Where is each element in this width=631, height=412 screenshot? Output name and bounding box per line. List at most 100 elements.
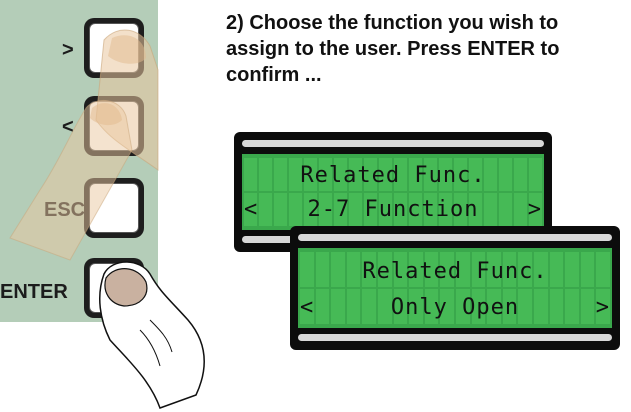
lcd-cell: [596, 289, 610, 324]
lcd-line-2: < Only Open >: [300, 292, 610, 322]
lcd-cell: [244, 193, 257, 226]
lcd-line-1: Related Func.: [244, 160, 542, 190]
lcd-cell: [487, 289, 501, 324]
lcd-value: Only Open: [390, 294, 520, 320]
instruction-text: 2) Choose the function you wish to assig…: [226, 10, 626, 88]
step-description: ) Choose the function you wish to assign…: [226, 12, 560, 86]
lcd-cell: [518, 252, 532, 287]
next-key-button[interactable]: [84, 18, 144, 78]
lcd-cell: [274, 193, 287, 226]
lcd-cell: [349, 193, 362, 226]
lcd-display-front: Related Func. < Only Open >: [290, 226, 620, 350]
prev-key-button[interactable]: [84, 96, 144, 156]
lcd-cell: [394, 158, 407, 191]
lcd-cell: [393, 252, 408, 287]
lcd-cell: [259, 193, 272, 226]
lcd-rail-top: [242, 140, 544, 147]
lcd-cell: [424, 252, 439, 287]
lcd-cell: [440, 289, 454, 324]
lcd-cell: [409, 193, 422, 226]
lcd-cell: [315, 289, 330, 324]
lcd-cell: [454, 193, 467, 226]
lcd-cell: [379, 193, 392, 226]
lcd-cell: [580, 252, 595, 287]
lcd-cell: [456, 289, 470, 324]
lcd-cell: [349, 158, 362, 191]
lcd-cell: [502, 252, 517, 287]
lcd-cell: [565, 289, 579, 324]
lcd-cell: [378, 252, 392, 287]
lcd-cell: [514, 193, 527, 226]
lcd-cell: [469, 193, 482, 226]
lcd-cell: [334, 158, 347, 191]
lcd-cell: [362, 252, 376, 287]
keypad-panel: > < ESC ENTER: [0, 0, 158, 322]
lcd-cell: [469, 158, 482, 191]
lcd-cell: [364, 193, 377, 226]
lcd-cell: [502, 289, 517, 324]
lcd-cell: [409, 252, 423, 287]
lcd-cell: [409, 158, 422, 191]
lcd-cell: [315, 252, 330, 287]
lcd-cell: [487, 252, 501, 287]
enter-key-button[interactable]: [84, 258, 144, 318]
lcd-cell: [580, 289, 595, 324]
lcd-cell: [529, 158, 542, 191]
lcd-cell: [378, 289, 392, 324]
lcd-cell: [514, 158, 527, 191]
lcd-line-2: < 2-7 Function >: [244, 194, 542, 224]
lcd-cell: [529, 193, 542, 226]
lcd-cell: [304, 193, 317, 226]
lcd-cell: [409, 289, 423, 324]
prev-key-label: <: [62, 116, 74, 138]
lcd-cell: [289, 193, 302, 226]
esc-key-button[interactable]: [84, 178, 144, 238]
lcd-cell: [424, 193, 437, 226]
lcd-cell: [454, 158, 467, 191]
lcd-cell: [471, 289, 486, 324]
lcd-cell: [304, 158, 317, 191]
lcd-rail-bottom: [298, 334, 612, 341]
lcd-cell: [424, 289, 439, 324]
lcd-cell: [439, 193, 452, 226]
lcd-cell: [534, 252, 548, 287]
lcd-cell: [549, 289, 564, 324]
lcd-cell: [346, 289, 361, 324]
lcd-cell: [346, 252, 361, 287]
lcd-cell: [484, 158, 497, 191]
lcd-cell: [440, 252, 454, 287]
enter-key-label: ENTER: [0, 281, 68, 303]
lcd-pixel-grid: [244, 158, 542, 226]
lcd-cell: [334, 193, 347, 226]
lcd-cell: [300, 252, 314, 287]
lcd-left-arrow: <: [300, 294, 315, 320]
lcd-cell: [393, 289, 408, 324]
lcd-cell: [565, 252, 579, 287]
lcd-cell: [518, 289, 532, 324]
lcd-rail-top: [298, 234, 612, 241]
lcd-cell: [499, 158, 512, 191]
lcd-cell: [364, 158, 377, 191]
lcd-cell: [289, 158, 302, 191]
lcd-cell: [439, 158, 452, 191]
lcd-cell: [331, 289, 345, 324]
lcd-cell: [319, 158, 332, 191]
step-number: 2: [226, 12, 238, 34]
lcd-cell: [471, 252, 486, 287]
lcd-cell: [596, 252, 610, 287]
lcd-cell: [484, 193, 497, 226]
lcd-cell: [244, 158, 257, 191]
next-key-label: >: [62, 39, 74, 61]
lcd-cell: [499, 193, 512, 226]
lcd-line-1: Related Func.: [300, 256, 610, 286]
lcd-cell: [331, 252, 345, 287]
lcd-cell: [534, 289, 548, 324]
lcd-cell: [300, 289, 314, 324]
lcd-cell: [379, 158, 392, 191]
lcd-right-arrow: >: [595, 294, 610, 320]
lcd-cell: [362, 289, 376, 324]
lcd-cell: [456, 252, 470, 287]
lcd-cell: [549, 252, 564, 287]
lcd-pixel-grid: [300, 252, 610, 324]
lcd-title: Related Func.: [300, 162, 486, 188]
